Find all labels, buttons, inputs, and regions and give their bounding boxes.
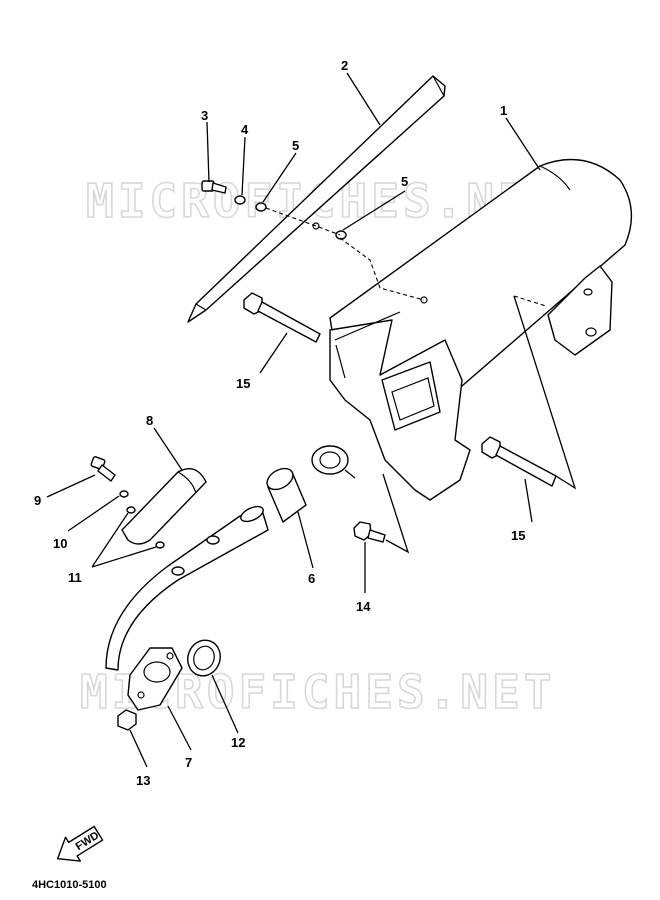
callout-6: 6	[308, 571, 315, 586]
leader-9	[46, 474, 96, 498]
gasket-part-12	[187, 639, 221, 677]
bolt-part-15-upper	[243, 292, 321, 343]
clip-part-11-a	[126, 506, 136, 514]
leader-3	[206, 121, 210, 183]
callout-1: 1	[500, 103, 507, 118]
callout-5a: 5	[292, 138, 299, 153]
callout-8: 8	[146, 413, 153, 428]
leader-8	[153, 427, 183, 471]
callout-5b: 5	[401, 174, 408, 189]
callout-10: 10	[53, 536, 67, 551]
leader-2	[346, 72, 381, 126]
exhaust-pipe	[105, 505, 269, 671]
bolt-part-14	[353, 521, 386, 543]
heat-protector-part-2	[187, 75, 446, 323]
leader-15b	[524, 478, 533, 523]
leader-11b	[91, 546, 157, 568]
callout-15b: 15	[511, 528, 525, 543]
callout-13: 13	[136, 773, 150, 788]
callout-3: 3	[201, 108, 208, 123]
callout-4: 4	[241, 122, 249, 137]
washer-part-4	[234, 195, 246, 205]
sleeve-part-6	[266, 467, 307, 523]
leader-6	[297, 511, 314, 569]
leader-15a	[259, 332, 288, 374]
callout-7: 7	[185, 755, 192, 770]
diagram-code: 4HC1010-5100	[32, 879, 107, 891]
leader-12	[211, 674, 239, 734]
washer-part-5-b	[335, 230, 347, 240]
leader-1	[505, 117, 541, 171]
leader-11a	[91, 512, 129, 568]
leader-5a	[262, 152, 297, 203]
muffler-part-1	[311, 158, 633, 501]
bolt-part-9	[90, 456, 116, 482]
callout-14: 14	[356, 599, 371, 614]
bolt-part-3	[201, 180, 227, 194]
clip-part-11-b	[155, 541, 165, 549]
bolt-part-15-lower	[481, 436, 557, 487]
callout-2: 2	[341, 58, 348, 73]
protector-part-8	[121, 468, 207, 545]
fwd-arrow-icon: FWD	[56, 825, 104, 862]
callout-9: 9	[34, 493, 41, 508]
washer-part-5-a	[255, 202, 267, 212]
leader-13	[129, 729, 148, 768]
leader-7	[167, 705, 192, 751]
leader-5b	[342, 190, 406, 231]
nut-part-13	[117, 709, 137, 731]
washer-part-10	[119, 490, 129, 498]
leader-4	[241, 136, 246, 196]
callout-12: 12	[231, 735, 245, 750]
callout-15a: 15	[236, 376, 250, 391]
callout-11: 11	[68, 570, 82, 585]
leader-10	[67, 495, 120, 532]
leader-15b-bracket	[513, 295, 577, 490]
leader-14-bracket	[382, 473, 410, 554]
exhaust-flange-part-7	[127, 647, 183, 711]
